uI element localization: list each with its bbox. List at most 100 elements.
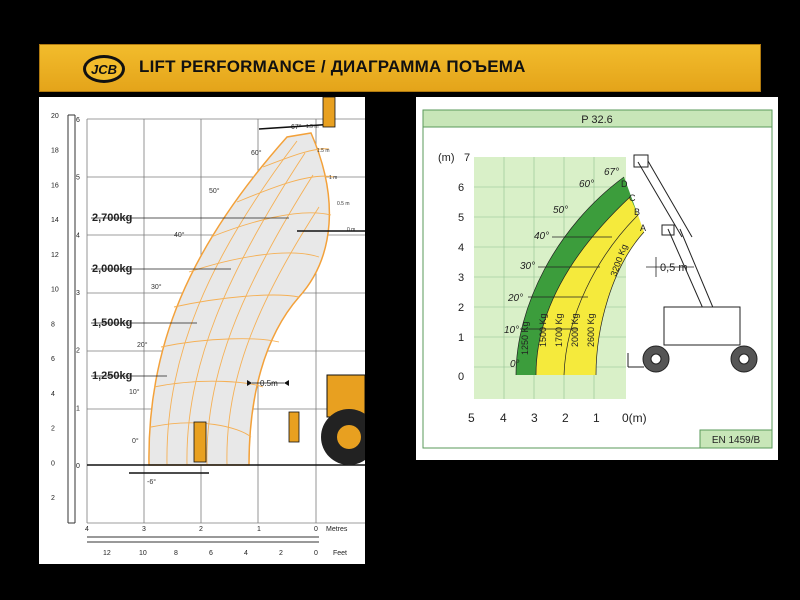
right-x-tick: 5 [468, 411, 475, 425]
right-load-label: 2000 Kg [570, 313, 580, 347]
right-position-label: D [621, 179, 628, 189]
left-angle-label: -6° [147, 478, 156, 486]
left-load-leaders [91, 217, 289, 377]
left-bottom-metres: 2 [199, 526, 203, 533]
left-angle-label: 10° [129, 388, 140, 396]
right-angle-label: 67° [604, 167, 619, 178]
left-feet-tick: 8 [51, 321, 55, 328]
left-machine-illustration [321, 374, 377, 465]
right-x-tick: 3 [531, 411, 538, 425]
left-load-label: 1,250kg [92, 370, 132, 382]
left-boom-lines [87, 123, 365, 474]
standard-label: EN 1459/B [712, 435, 761, 446]
left-metres-tick: 5 [76, 175, 80, 182]
left-metres-label: Metres [326, 526, 348, 533]
right-angle-label: 10° [504, 325, 519, 336]
logo-text: JCB [91, 62, 117, 77]
left-metres-tick: 0 [76, 463, 80, 470]
left-feet-tick: 6 [51, 356, 55, 363]
left-feet-tick: 2 [51, 495, 55, 502]
model-bar [422, 109, 773, 128]
right-y-tick: 4 [458, 242, 464, 254]
left-arcs [150, 140, 335, 466]
left-envelope [148, 132, 331, 466]
left-feet-tick: 20 [51, 113, 59, 120]
left-forks [193, 96, 336, 463]
left-bottom-feet: 8 [174, 550, 178, 557]
right-y-tick: 3 [458, 272, 464, 284]
left-angle-label: 60° [251, 149, 262, 157]
standard-badge [699, 429, 773, 449]
left-bottom-feet: 4 [244, 550, 248, 557]
right-y-tick: 0 [458, 371, 464, 383]
right-y-tick: 6 [458, 182, 464, 194]
left-bottom-metres: 1 [257, 526, 261, 533]
right-y-tick: 7 [464, 152, 470, 164]
right-y-tick: 2 [458, 302, 464, 314]
right-load-label: 1700 Kg [554, 313, 564, 347]
left-ext-label: 1 m [329, 175, 337, 181]
model-label: P 32.6 [581, 114, 613, 126]
right-position-label: C [629, 193, 636, 203]
right-x-unit: 0(m) [622, 411, 647, 425]
right-band-outer [564, 215, 644, 375]
left-angle-label: 40° [174, 231, 185, 239]
left-ext-label: 1.5 m [306, 124, 319, 130]
left-ext-label: 1.5 m [317, 148, 330, 154]
left-feet-tick: 16 [51, 182, 59, 189]
left-load-label: 2,000kg [92, 263, 132, 275]
left-scales [67, 114, 76, 524]
left-angle-label: 20° [137, 341, 148, 349]
left-bottom-feet: 2 [279, 550, 283, 557]
right-machine-illustration [627, 154, 758, 373]
left-feet-label: Feet [333, 550, 347, 557]
right-load-label: 1250 Kg [520, 321, 530, 355]
left-load-label: 1,500kg [92, 317, 132, 329]
left-metres-tick: 3 [76, 290, 80, 297]
right-angle-label: 0° [510, 359, 520, 370]
left-bottom-feet: 10 [139, 550, 147, 557]
right-position-label: B [634, 207, 640, 217]
left-feet-tick: 4 [51, 391, 55, 398]
right-dimension: 0,5 m [646, 257, 694, 277]
page-title: LIFT PERFORMANCE / ДИАГРАММА ПОЪЕМА [139, 57, 526, 76]
left-bottom-metres: 3 [142, 526, 146, 533]
left-metres-tick: 2 [76, 348, 80, 355]
right-load-label: 2600 Kg [586, 313, 596, 347]
left-bottom-feet: 0 [314, 550, 318, 557]
left-feet-tick: 0 [51, 460, 55, 467]
right-angle-label: 20° [507, 293, 523, 304]
right-angle-label: 40° [534, 231, 549, 242]
right-lift-chart: P 32.6 (m) 7 6 5 4 [416, 97, 778, 460]
left-metres-tick: 4 [76, 232, 80, 239]
left-feet-tick: 2 [51, 426, 55, 433]
right-x-tick: 2 [562, 411, 569, 425]
left-load-label: 2,700kg [92, 212, 132, 224]
left-dimension-label: 0.5m [260, 379, 278, 388]
left-bottom-feet: 6 [209, 550, 213, 557]
header-banner [39, 44, 761, 92]
left-feet-tick: 12 [51, 252, 59, 259]
right-load-label: 1500 Kg [538, 313, 548, 347]
left-ext-label: 0 m [347, 227, 355, 233]
right-angle-label: 30° [520, 261, 535, 272]
left-angle-label: 0° [132, 437, 139, 445]
left-metres-tick: 6 [76, 117, 80, 124]
left-metres-tick: 1 [76, 405, 80, 412]
right-y-tick: 5 [458, 212, 464, 224]
left-angle-label: 30° [151, 283, 162, 291]
right-x-tick: 1 [593, 411, 600, 425]
left-bottom-feet: 12 [103, 550, 111, 557]
right-position-label: A [640, 223, 646, 233]
left-dimension: 0.5m [247, 379, 289, 388]
left-feet-tick: 18 [51, 148, 59, 155]
right-angle-label: 60° [579, 179, 594, 190]
right-band-lines [515, 176, 645, 376]
jcb-logo: JCB [83, 55, 125, 83]
left-bottom-metres: 0 [314, 526, 318, 533]
right-angle-label: 50° [553, 205, 568, 216]
left-ext-label: 0.5 m [337, 201, 350, 207]
right-dimension-label: 0,5 m [660, 262, 688, 274]
right-y-tick: 1 [458, 332, 464, 344]
